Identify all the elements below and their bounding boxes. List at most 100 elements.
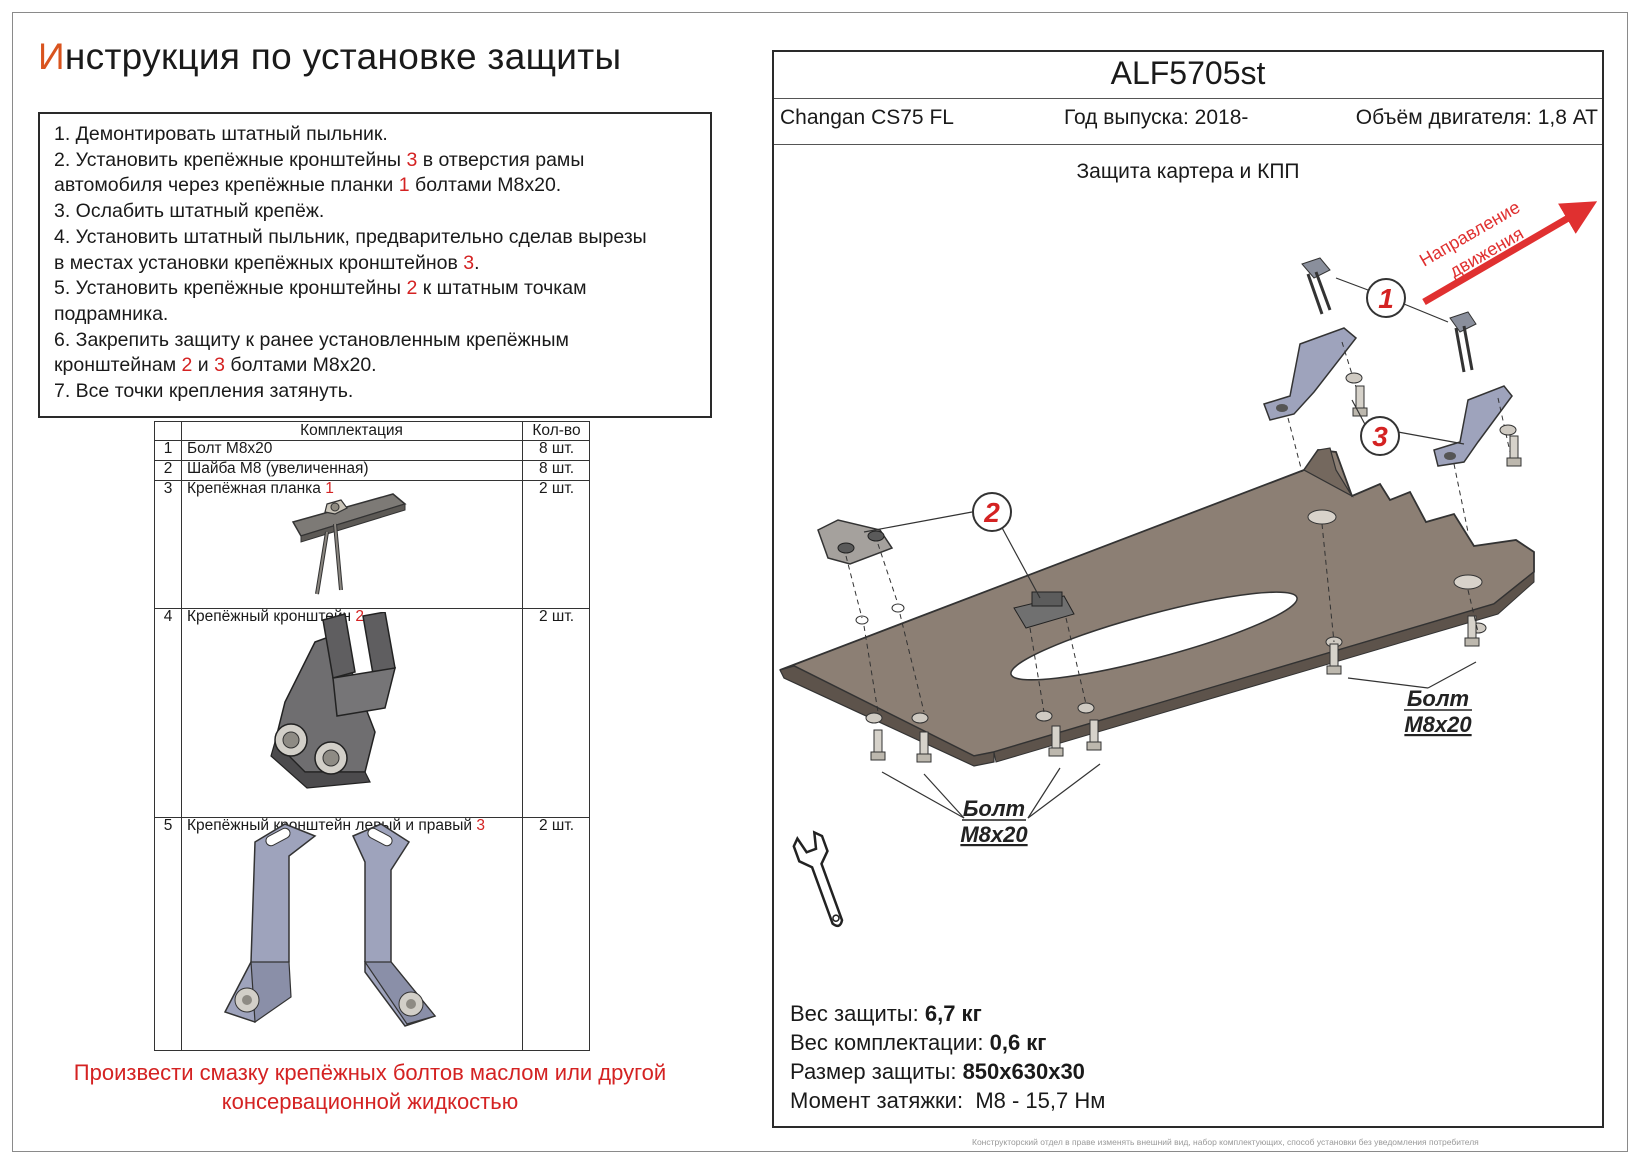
instruction-line: 2. Установить крепёжные кронштейны 3 в о… [54,148,710,174]
bolt-label-left-1: Болт [963,796,1025,821]
spec-fact-label: Момент затяжки: [790,1088,976,1113]
bolt-label-left: Болт М8х20 [960,796,1028,847]
kit-item-name: Крепёжный кронштейн [187,608,356,625]
part-reference: 1 [398,174,410,197]
bracket-2-illustration [270,612,397,789]
spec-fact: Момент затяжки: М8 - 15,7 Нм [790,1086,1105,1115]
spec-fact-value: 850x630x30 [962,1059,1085,1084]
instruction-text: подрамника. [54,302,169,325]
bolt-guides [863,523,1479,713]
bolt [870,729,886,761]
callout-3: 3 [1360,416,1400,456]
kit-item-name: Крепёжный кронштейн левый и правый [187,817,477,834]
product-code: ALF5705st [1110,55,1266,91]
title-rest: нструкция по установке защиты [64,36,622,77]
callout-2: 2 [972,492,1012,532]
page-title: Инструкция по установке защиты [38,36,621,78]
part-reference: 2 [406,277,418,300]
bolt-label-right: Болт М8х20 [1404,686,1472,737]
kit-row-qty: 2 шт. [538,608,575,625]
kit-row-name: Крепёжный кронштейн 2 [187,608,364,626]
lubrication-note: Произвести смазку крепёжных болтов масло… [30,1058,710,1116]
instruction-line: автомобиля через крепёжные планки 1 болт… [54,173,710,199]
plank-illustration [291,493,407,595]
instruction-line: 5. Установить крепёжные кронштейны 2 к ш… [54,276,710,302]
callout-2-label: 2 [983,497,1000,528]
bolt-label-left-2: М8х20 [960,822,1028,847]
bracket-3-illustration [223,823,437,1027]
spec-fact: Вес защиты: 6,7 кг [790,999,1105,1028]
product-subtitle: Защита картера и КПП [1076,160,1300,183]
instruction-line: 4. Установить штатный пыльник, предварит… [54,225,710,251]
bolt [916,731,932,763]
direction-indicator: Направление движения [1416,197,1598,306]
kit-table: Комплектация Кол-во 1 Болт М8х20 8 шт. 2 Шай… [154,421,590,1051]
kit-item-name: Болт М8х20 [187,440,273,457]
instruction-text: автомобиля через крепёжные планки [54,174,399,197]
spec-fact-label: Вес комплектации: [790,1030,990,1055]
instruction-line: в местах установки крепёжных кронштейнов… [54,251,710,277]
kit-row-qty: 8 шт. [538,460,575,477]
instruction-text: 3. Ослабить штатный крепёж. [54,200,325,223]
note-line-2: консервационной жидкостью [221,1089,519,1114]
spec-fact: Размер защиты: 850x630x30 [790,1057,1105,1086]
kit-item-name: Шайба М8 (увеличенная) [187,460,369,477]
car-model: Changan CS75 FL [780,106,954,129]
instruction-text: 1. Демонтировать штатный пыльник. [54,123,388,145]
bolt-label-right-2: М8х20 [1404,712,1472,737]
kit-item-name: Крепёжная планка [187,480,326,497]
skid-plate [779,447,1535,767]
bolt [1048,725,1064,757]
kit-header-qty: Кол-во [532,422,581,439]
kit-row-name: Болт М8х20 [187,440,272,458]
washer [1345,372,1363,384]
spec-fact: Вес комплектации: 0,6 кг [790,1028,1105,1057]
spec-fact-value: 6,7 кг [924,1001,982,1026]
spec-fact-label: Вес защиты: [790,1001,925,1026]
instruction-text: 4. Установить штатный пыльник, предварит… [54,225,647,248]
instruction-line: 6. Закрепить защиту к ранее установленны… [54,328,710,354]
kit-row-name: Крепёжный кронштейн левый и правый 3 [187,817,485,835]
kit-row-divider [155,460,589,461]
instruction-text: к штатным точкам [417,277,587,300]
kit-row-divider [155,608,589,609]
assembly-drawing: Направление движения [779,197,1598,928]
kit-col-divider [181,422,182,1050]
bracket-2-part [817,519,899,619]
spec-fact-value: М8 - 15,7 Нм [975,1088,1106,1113]
kit-row-number: 5 [163,817,173,834]
bolt [1326,643,1342,675]
engine: Объём двигателя: 1,8 AT [1355,106,1598,129]
kit-row-number: 1 [163,440,173,457]
bolt [1086,719,1102,751]
instruction-text: кронштейнам [54,354,182,377]
direction-arrow [1422,201,1598,306]
instruction-text: 6. Закрепить защиту к ранее установленны… [54,328,569,351]
bolt [1506,435,1522,467]
kit-row-qty: 8 шт. [538,440,575,457]
bolt-label-right-1: Болт [1407,686,1469,711]
kit-item-ref: 2 [355,608,365,625]
part-reference: 2 [181,354,193,377]
callout-1: 1 [1366,278,1406,318]
wrench-icon [792,830,844,928]
instruction-line: 7. Все точки крепления затянуть. [54,379,710,405]
instruction-text: в отверстия рамы [417,148,585,171]
spec-fact-label: Размер защиты: [790,1059,963,1084]
kit-header-name: Комплектация [300,422,403,439]
instruction-line: 1. Демонтировать штатный пыльник. [54,122,710,148]
kit-row-qty: 2 шт. [538,480,575,497]
washer [865,712,883,724]
kit-item-ref: 1 [325,480,334,497]
spec-divider [774,98,1602,99]
title-first-letter: И [38,36,65,77]
kit-row-name: Крепёжная планка 1 [187,480,334,498]
instructions-box: 1. Демонтировать штатный пыльник. 2. Уста… [38,112,712,418]
instruction-text: болтами М8х20. [224,354,377,377]
instruction-text: в местах установки крепёжных кронштейнов [54,251,464,274]
washer [911,712,929,724]
instruction-text: 5. Установить крепёжные кронштейны [54,277,407,300]
washer [1035,710,1053,722]
instruction-text: 7. Все точки крепления затянуть. [54,380,354,403]
